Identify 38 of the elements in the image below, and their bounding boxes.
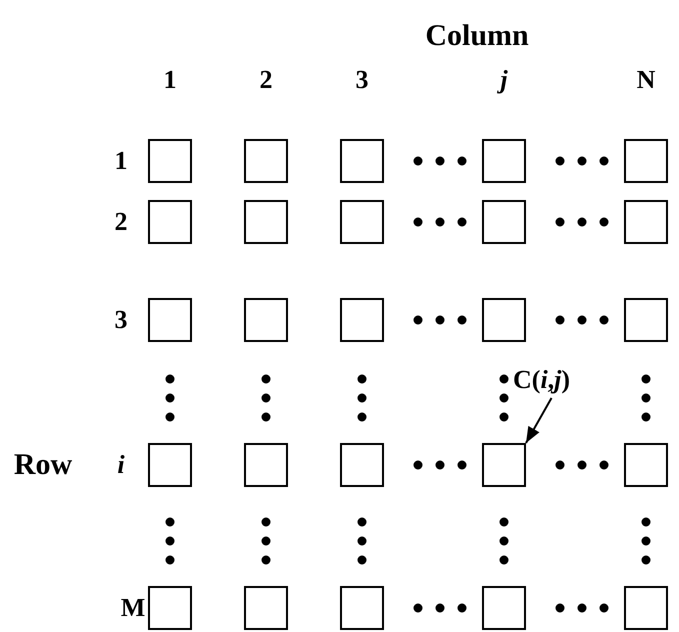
grid-cell <box>244 139 288 183</box>
row-index: i <box>117 450 125 480</box>
axis-title: Column <box>425 21 529 51</box>
row-number: M <box>120 593 146 623</box>
grid-cell <box>624 298 668 342</box>
grid-cell <box>340 139 384 183</box>
grid-cell <box>244 443 288 487</box>
grid-cell <box>244 586 288 630</box>
grid-cell <box>340 443 384 487</box>
grid-cell <box>244 200 288 244</box>
grid-cell <box>148 200 192 244</box>
grid-cell <box>482 139 526 183</box>
grid-cell <box>624 443 668 487</box>
grid-cell <box>244 298 288 342</box>
grid-cell <box>340 586 384 630</box>
axis-title: Row <box>14 450 72 480</box>
grid-cell <box>482 200 526 244</box>
grid-cell <box>148 443 192 487</box>
grid-cell <box>148 139 192 183</box>
row-number: 2 <box>114 207 128 237</box>
grid-cell <box>624 139 668 183</box>
grid-cell <box>624 200 668 244</box>
column-number: N <box>636 65 656 95</box>
cell-label: C(i,j) <box>513 364 583 396</box>
grid-cell <box>482 586 526 630</box>
grid-cell <box>148 298 192 342</box>
grid-cell <box>340 200 384 244</box>
column-number: 3 <box>356 65 368 95</box>
grid-cell <box>148 586 192 630</box>
row-number: 3 <box>114 305 128 335</box>
row-number: 1 <box>114 146 128 176</box>
grid-cell <box>482 443 526 487</box>
column-number: 1 <box>164 65 176 95</box>
column-number: 2 <box>260 65 272 95</box>
grid-cell <box>624 586 668 630</box>
grid-cell <box>340 298 384 342</box>
leader-line <box>525 398 552 444</box>
grid-cell <box>482 298 526 342</box>
